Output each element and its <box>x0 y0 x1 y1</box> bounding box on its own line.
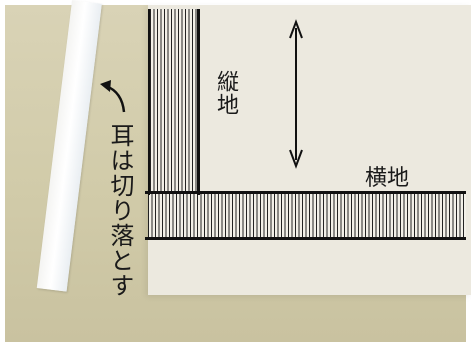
weft-band-top-edge <box>145 191 466 194</box>
warp-band-left-edge <box>148 9 150 195</box>
double-headed-arrow-icon <box>289 19 303 169</box>
warp-band-right-edge <box>197 9 200 195</box>
cut-selvage-label: 耳は切り落とす <box>106 123 134 298</box>
fabric-piece <box>148 5 471 295</box>
weft-label: 横地 <box>365 166 410 191</box>
weft-band-bottom-edge <box>145 237 466 240</box>
warp-label: 縦地 <box>213 70 238 116</box>
warp-hatch-band <box>150 9 199 195</box>
curved-arrow-icon <box>100 80 126 113</box>
weft-hatch-band <box>148 193 466 238</box>
